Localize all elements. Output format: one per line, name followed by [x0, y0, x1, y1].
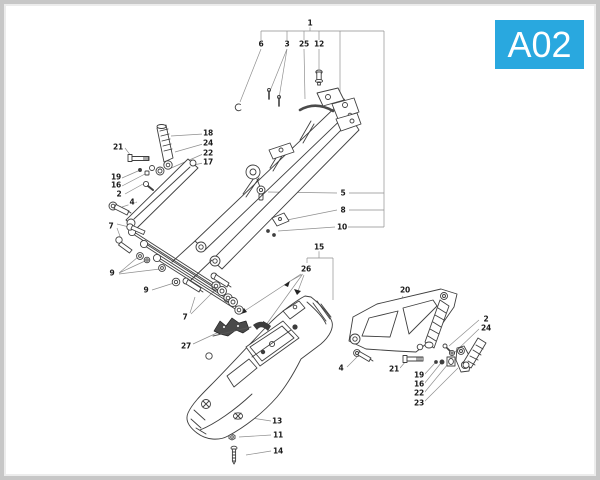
- callout-24: 24: [479, 323, 493, 333]
- callout-13: 13: [270, 416, 284, 426]
- callout-9: 9: [142, 285, 150, 295]
- callout-2: 2: [115, 189, 123, 199]
- callout-20: 20: [398, 285, 412, 295]
- bottom-fasteners: [228, 433, 238, 465]
- callout-25: 25: [297, 39, 311, 49]
- callout-14: 14: [271, 446, 285, 456]
- leader-lines: [116, 27, 480, 456]
- callout-22: 22: [201, 148, 215, 158]
- callout-15: 15: [312, 242, 326, 252]
- callout-19: 19: [109, 172, 123, 182]
- callout-22: 22: [412, 388, 426, 398]
- callout-24: 24: [201, 138, 215, 148]
- callout-4: 4: [337, 363, 345, 373]
- callout-17: 17: [201, 157, 215, 167]
- callout-26: 26: [299, 264, 313, 274]
- callout-18: 18: [201, 128, 215, 138]
- callout-21: 21: [387, 364, 401, 374]
- right-footrest-hanger: [348, 288, 458, 353]
- callout-11: 11: [271, 430, 285, 440]
- page-code-badge: A02: [495, 20, 584, 69]
- callout-7: 7: [181, 312, 189, 322]
- callout-8: 8: [339, 205, 347, 215]
- callout-2: 2: [482, 314, 490, 324]
- callout-4: 4: [128, 197, 136, 207]
- callout-23: 23: [412, 398, 426, 408]
- callout-3: 3: [283, 39, 291, 49]
- callout-5: 5: [339, 188, 347, 198]
- left-footrest-assembly: [108, 124, 244, 315]
- callout-16: 16: [109, 180, 123, 190]
- callout-21: 21: [111, 142, 125, 152]
- callout-6: 6: [257, 39, 265, 49]
- callout-9: 9: [108, 268, 116, 278]
- right-small-parts: [353, 337, 487, 373]
- subframe-assembly: [171, 87, 362, 282]
- callout-19: 19: [412, 370, 426, 380]
- mount-parts-5-8-10: [256, 185, 290, 237]
- top-fasteners: [234, 69, 335, 113]
- callout-16: 16: [412, 379, 426, 389]
- callout-10: 10: [335, 222, 349, 232]
- callout-7: 7: [107, 221, 115, 231]
- callout-1: 1: [306, 18, 314, 28]
- bracket-27: [212, 317, 252, 337]
- rear-fender: [186, 295, 333, 440]
- callout-27: 27: [179, 341, 193, 351]
- callout-12: 12: [312, 39, 326, 49]
